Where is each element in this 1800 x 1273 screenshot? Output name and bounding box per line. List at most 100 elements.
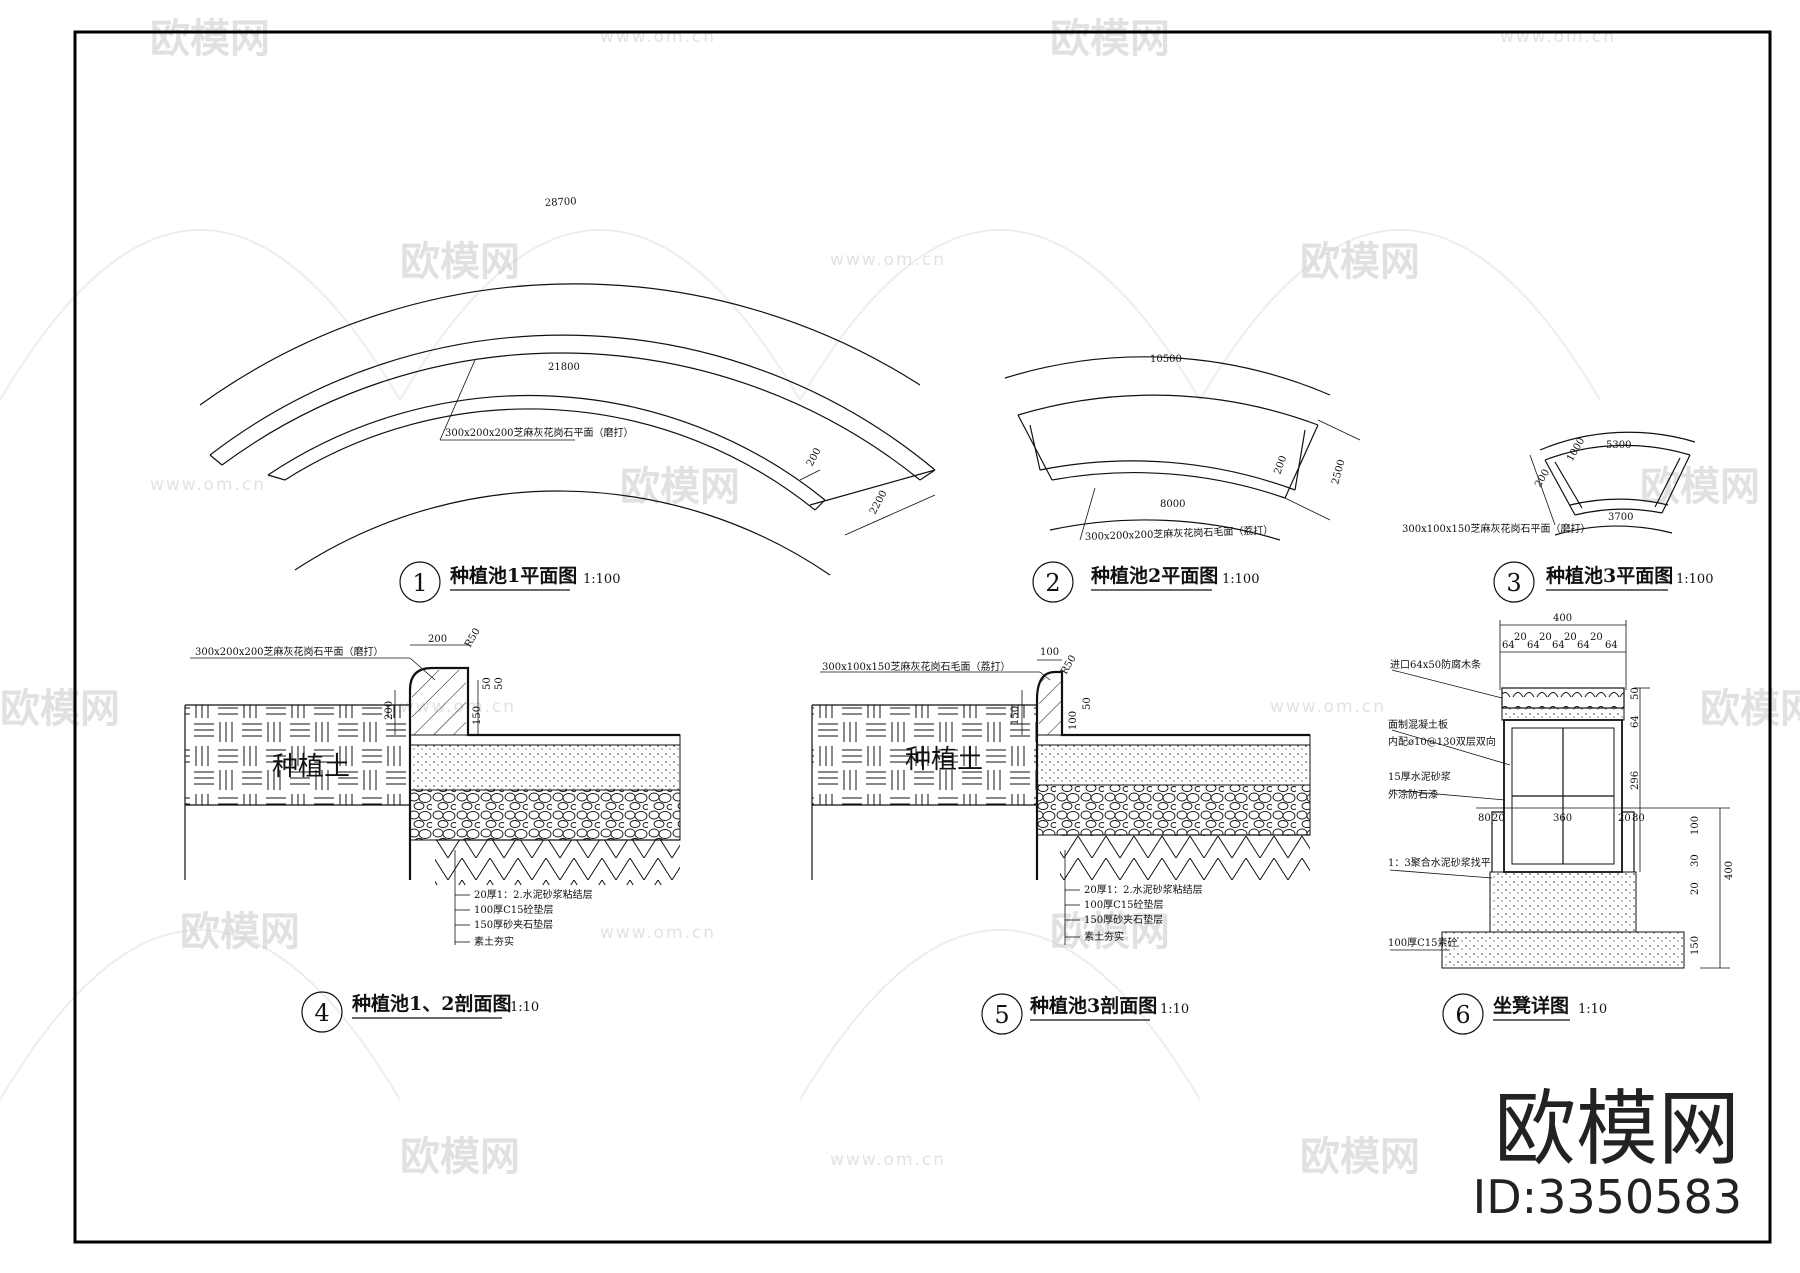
watermark-brand: 欧模网 [1050, 909, 1170, 955]
svg-text:4: 4 [314, 999, 329, 1027]
detail6-top-dim: 400 [1553, 613, 1572, 624]
plan1-dim-width: 2200 [868, 489, 890, 517]
watermark-brand: 欧模网 [1050, 16, 1170, 62]
detail6-note: 外涂防石漆 [1388, 788, 1438, 801]
watermark-brand: 欧模网 [150, 16, 270, 62]
detail6-top-dim: 64 [1605, 640, 1618, 651]
section4-layer: 100厚C15砼垫层 [474, 903, 553, 916]
section4-dim: R50 [463, 626, 483, 649]
plan1-dim-outer: 28700 [545, 196, 577, 209]
detail6-mid-dim: 20 [1618, 813, 1631, 824]
svg-text:1:100: 1:100 [1676, 572, 1713, 587]
detail6-right-dim: 150 [1690, 936, 1701, 955]
section5-dim: 100 [1040, 647, 1059, 658]
svg-text:1:10: 1:10 [1578, 1002, 1607, 1017]
detail6-mid-dim: 80 [1478, 813, 1491, 824]
section4-dim: 50 [494, 677, 505, 690]
watermark-url: www.om.cn [1500, 27, 1616, 47]
svg-text:1:10: 1:10 [1160, 1002, 1189, 1017]
detail6-right-dim: 30 [1690, 854, 1701, 867]
plan2-dim-inner: 8000 [1160, 499, 1185, 510]
view-title-5: 5 种植池3剖面图 1:10 [981, 993, 1189, 1035]
detail6-top-dim: 64 [1552, 640, 1565, 651]
plan1-note: 300x200x200芝麻灰花岗石平面（磨打） [445, 426, 634, 439]
planter-2-plan: 10500 8000 2500 200 300x200x200芝麻灰花岗石毛面（… [1004, 354, 1361, 543]
svg-text:3: 3 [1506, 569, 1521, 597]
svg-text:种植池3剖面图: 种植池3剖面图 [1029, 994, 1157, 1017]
section5-layer: 素土夯实 [1084, 930, 1124, 943]
section4-layer: 150厚砂夹石垫层 [474, 918, 553, 931]
watermark-layer: 欧模网 欧模网 欧模网 欧模网 欧模网 欧模网 欧模网 欧模网 欧模网 欧模网 … [0, 16, 1800, 1180]
brand-id: ID:3350583 [1473, 1170, 1742, 1224]
section4-layer: 20厚1：2.水泥砂浆粘结层 [474, 888, 593, 901]
svg-text:1:10: 1:10 [510, 1000, 539, 1015]
detail6-note: 面制混凝土板 [1388, 718, 1448, 731]
brand-logo-text: 欧模网 [1494, 1082, 1740, 1177]
svg-text:1:100: 1:100 [1222, 572, 1259, 587]
plan3-note: 300x100x150芝麻灰花岗石平面（磨打） [1402, 522, 1591, 535]
plan1-dim-inner: 21800 [548, 362, 580, 373]
detail6-note: 15厚水泥砂浆 [1388, 770, 1451, 783]
svg-text:坐凳详图: 坐凳详图 [1493, 994, 1569, 1017]
plan2-dim-outer: 10500 [1150, 354, 1182, 365]
detail6-right-dim: 20 [1690, 882, 1701, 895]
brand-mark: 欧模网 ID:3350583 [1473, 1082, 1742, 1224]
detail6-top-dim: 64 [1577, 640, 1590, 651]
section5-dim: 100 [1068, 711, 1079, 730]
watermark-brand: 欧模网 [1640, 464, 1760, 510]
plan3-dim-outer: 5300 [1606, 440, 1631, 451]
detail6-mid-dim: 80 [1632, 813, 1645, 824]
section-4: 种植土 300x200x200芝麻灰花岗石平面（磨打） 200 R50 50 1… [184, 626, 681, 948]
watermark-brand: 欧模网 [1700, 686, 1800, 732]
plan1-dim-wall: 200 [805, 446, 824, 468]
watermark-url: www.om.cn [600, 27, 716, 47]
section4-top-note: 300x200x200芝麻灰花岗石平面（磨打） [195, 645, 384, 658]
section4-dim: 50 [482, 677, 493, 690]
watermark-brand: 欧模网 [0, 686, 120, 732]
detail6-note: 100厚C15素砼 [1388, 936, 1457, 949]
section4-soil-label: 种植土 [272, 752, 350, 782]
detail6-top-dim: 20 [1514, 632, 1527, 643]
watermark-brand: 欧模网 [180, 909, 300, 955]
plan2-dim-width: 2500 [1330, 458, 1347, 485]
section4-layer: 素土夯实 [474, 935, 514, 948]
section5-layer: 150厚砂夹石垫层 [1084, 913, 1163, 926]
detail6-note: 进口64x50防腐木条 [1390, 658, 1481, 671]
detail6-top-dim: 20 [1564, 632, 1577, 643]
section5-layer: 20厚1：2.水泥砂浆粘结层 [1084, 883, 1203, 896]
svg-text:5: 5 [994, 1001, 1009, 1029]
section4-dim: 200 [428, 634, 447, 645]
svg-text:1:100: 1:100 [583, 572, 620, 587]
svg-text:种植池3平面图: 种植池3平面图 [1545, 564, 1673, 587]
section5-dim: 150 [1010, 706, 1021, 725]
watermark-url: www.om.cn [830, 250, 946, 270]
detail6-mid-dim: 20 [1492, 813, 1505, 824]
planter-1-plan: 28700 21800 2200 200 300x200x200芝麻灰花岗石平面… [199, 196, 936, 576]
detail6-side-dim: 296 [1630, 771, 1641, 790]
svg-text:种植池1、2剖面图: 种植池1、2剖面图 [351, 992, 511, 1015]
svg-text:1: 1 [412, 569, 427, 597]
section-5: 种植土 300x100x150芝麻灰花岗石毛面（荔打） 100 R50 150 … [811, 647, 1311, 945]
svg-text:2: 2 [1045, 569, 1060, 597]
detail6-mid-dim: 360 [1553, 813, 1572, 824]
detail6-top-dim: 64 [1502, 640, 1515, 651]
watermark-brand: 欧模网 [1300, 1134, 1420, 1180]
plan2-note: 300x200x200芝麻灰花岗石毛面（荔打） [1085, 523, 1274, 543]
plan3-dim-inner: 3700 [1608, 512, 1633, 523]
planter-3-plan: 5300 3700 1000 200 300x100x150芝麻灰花岗石平面（磨… [1402, 431, 1696, 536]
svg-text:6: 6 [1455, 1001, 1470, 1029]
section5-dim: 50 [1082, 697, 1093, 710]
view-title-4: 4 种植池1、2剖面图 1:10 [301, 991, 539, 1033]
detail6-side-dim: 64 [1630, 715, 1641, 728]
detail6-top-dim: 64 [1527, 640, 1540, 651]
detail6-right-dim: 100 [1690, 816, 1701, 835]
detail6-side-dim: 50 [1630, 687, 1641, 700]
detail6-note: 内配ø10@130双层双向 [1388, 735, 1496, 748]
detail6-right-dim: 400 [1724, 861, 1735, 880]
section4-dim: 200 [384, 701, 395, 720]
watermark-brand: 欧模网 [400, 1134, 520, 1180]
section5-dim: R50 [1059, 653, 1079, 676]
view-title-2: 2 种植池2平面图 1:100 [1032, 561, 1259, 603]
section5-soil-label: 种植土 [905, 745, 983, 775]
